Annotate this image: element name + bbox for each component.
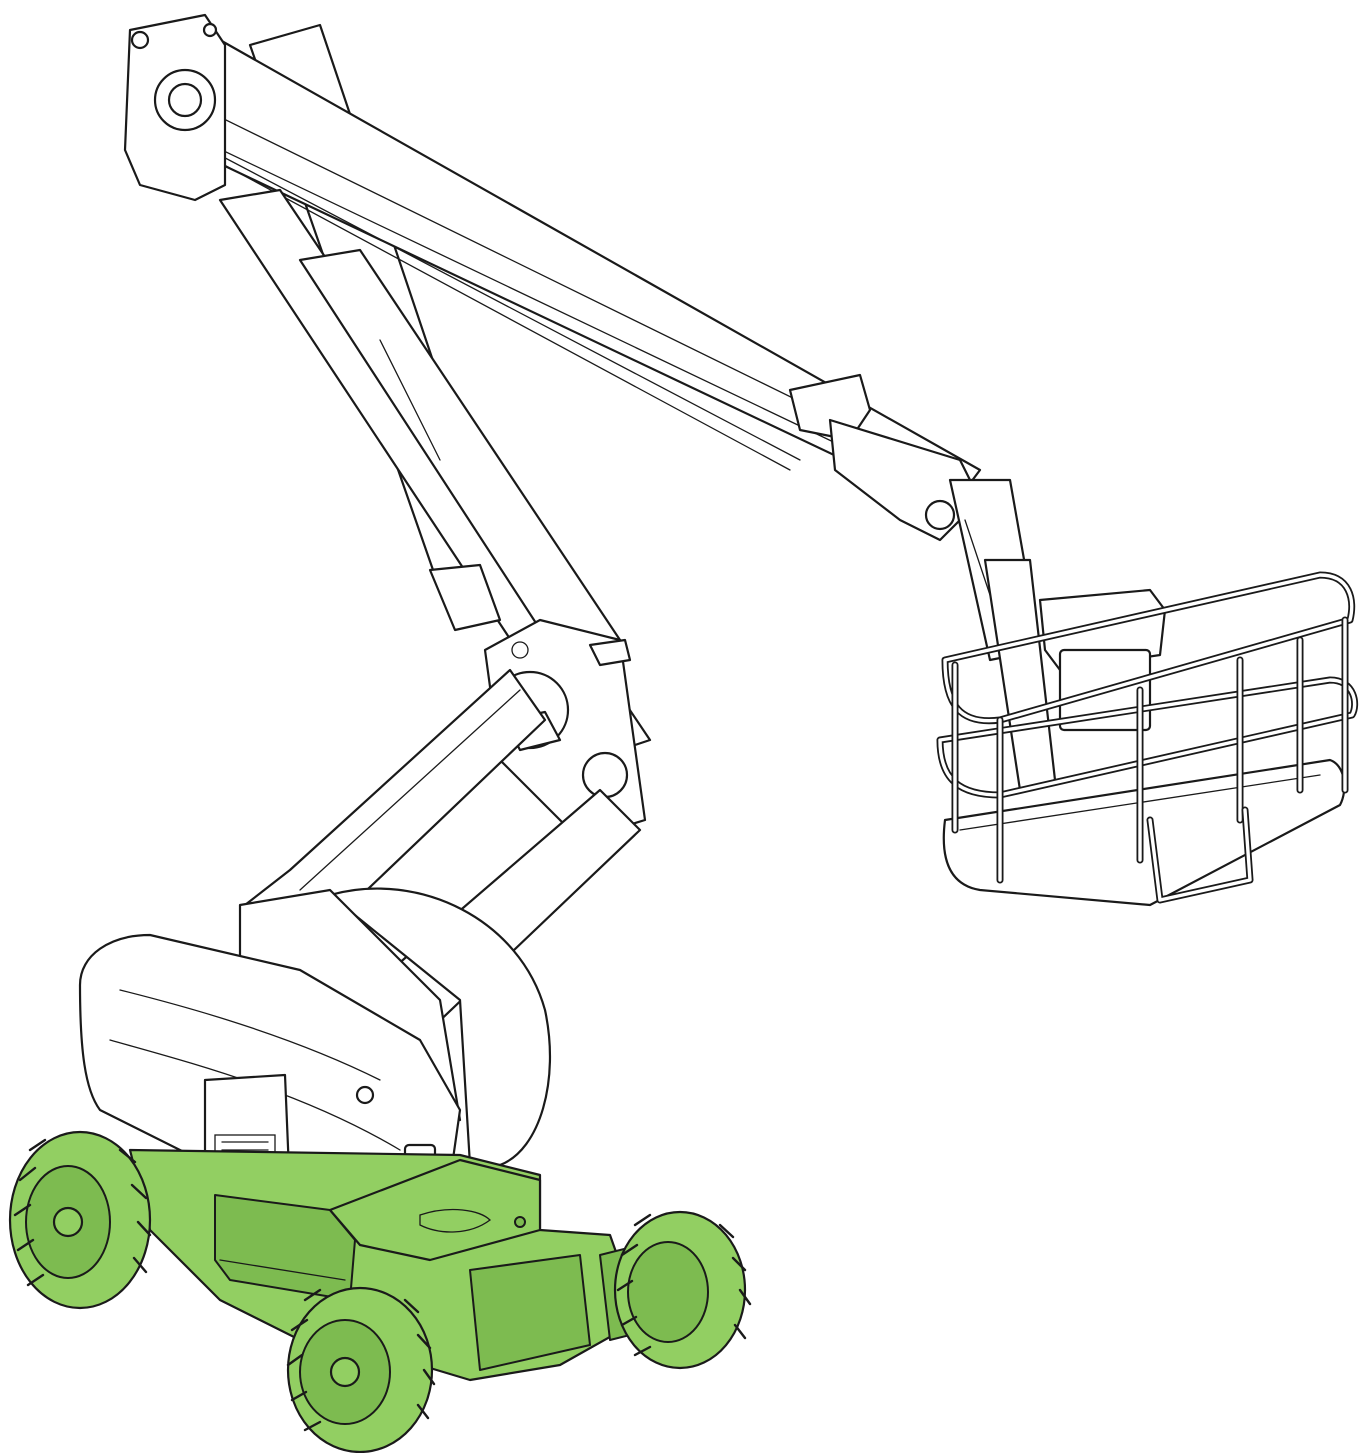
- knuckle-plate: [483, 618, 647, 842]
- basket-posts: [951, 616, 1349, 884]
- upper-boom: [123, 13, 982, 592]
- lower-boom: [218, 188, 652, 762]
- front-left-wheel: [8, 1130, 152, 1310]
- platform-basket: [936, 571, 1359, 907]
- chassis: [128, 1148, 651, 1382]
- front-right-wheel: [286, 1286, 436, 1453]
- entry-gate: [1146, 806, 1254, 904]
- rear-wheel: [613, 1210, 752, 1370]
- jib-assembly: [788, 373, 1057, 792]
- turret: [78, 887, 552, 1212]
